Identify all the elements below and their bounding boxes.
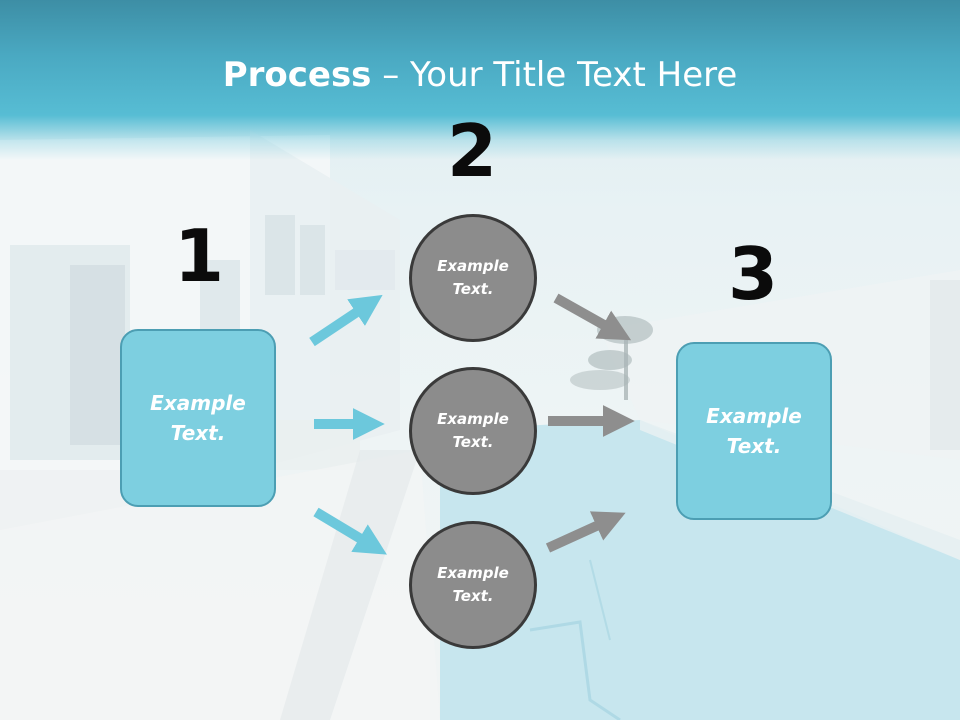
step-3-text: Example Text. xyxy=(706,404,802,458)
step-number-2: 2 xyxy=(446,109,498,193)
step-2-circle-top: Example Text. xyxy=(409,214,537,342)
title-bold: Process xyxy=(222,55,372,95)
arrow-2c-to-3 xyxy=(545,511,626,553)
circle-top-text: Example Text. xyxy=(437,257,509,298)
step-2-circle-bottom: Example Text. xyxy=(409,521,537,649)
circle-middle-text: Example Text. xyxy=(437,410,509,451)
step-3-box: Example Text. xyxy=(676,342,832,520)
arrow-1-to-2a xyxy=(309,294,383,347)
slide-title: Process – Your Title Text Here xyxy=(0,50,960,100)
step-1-text: Example Text. xyxy=(150,391,246,445)
step-2-circle-middle: Example Text. xyxy=(409,367,537,495)
title-rest: – Your Title Text Here xyxy=(371,55,738,95)
step-number-1: 1 xyxy=(173,214,225,298)
title-band xyxy=(0,0,960,160)
step-1-box: Example Text. xyxy=(120,329,276,507)
step-number-3: 3 xyxy=(727,232,779,316)
circle-bottom-text: Example Text. xyxy=(437,564,509,605)
arrow-2a-to-3 xyxy=(553,293,632,341)
arrow-1-to-2c xyxy=(313,507,387,555)
